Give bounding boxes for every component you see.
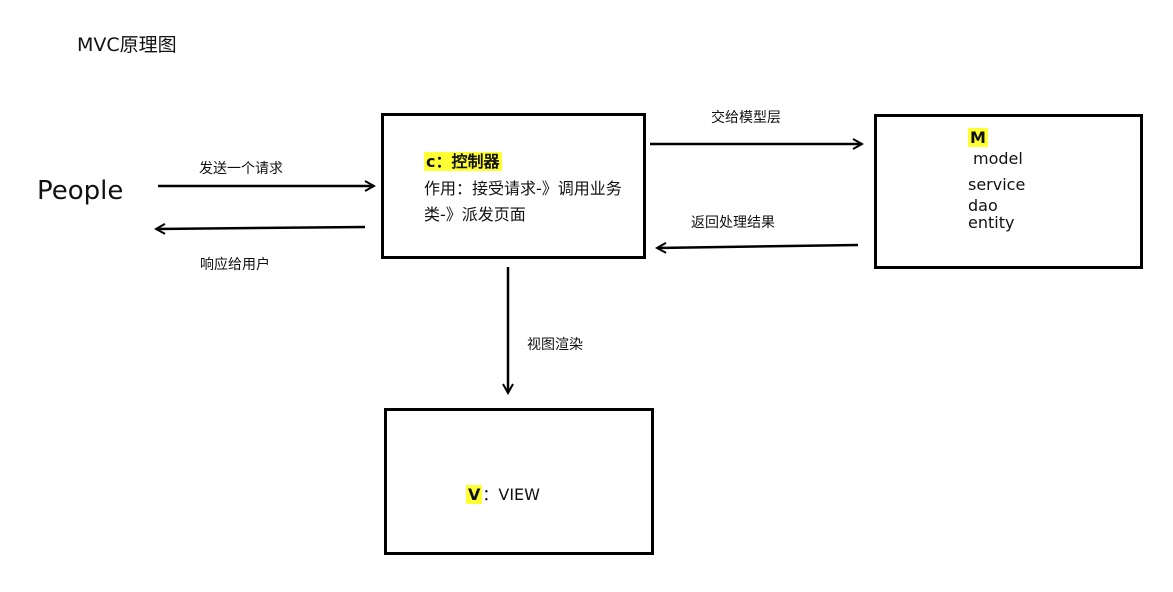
respond-label: 响应给用户 — [200, 257, 270, 273]
model-item: service — [968, 175, 1026, 194]
request-label: 发送一个请求 — [199, 161, 283, 177]
from-model-label: 返回处理结果 — [691, 215, 775, 231]
render-view-label: 视图渲染 — [527, 337, 583, 353]
model-letter: M — [968, 128, 988, 147]
from-model-arrow — [657, 245, 859, 248]
view-label: ：VIEW — [482, 485, 540, 504]
people-actor: People — [37, 176, 124, 206]
controller-label: c：控制器 — [424, 152, 502, 171]
model-item: entity — [968, 213, 1015, 232]
diagram-title: MVC原理图 — [77, 34, 177, 56]
model-item: model — [973, 149, 1023, 168]
model-item: dao — [968, 196, 998, 215]
controller-description: 作用：接受请求-》调用业务类-》派发页面 — [424, 179, 622, 224]
view-letter: V — [466, 485, 483, 504]
to-model-label: 交给模型层 — [711, 110, 781, 126]
view-box: V：VIEW — [384, 408, 654, 555]
respond-arrow — [156, 227, 366, 229]
controller-box: c：控制器 作用：接受请求-》调用业务类-》派发页面 — [381, 113, 646, 259]
model-box: M model service dao entity — [874, 114, 1143, 269]
